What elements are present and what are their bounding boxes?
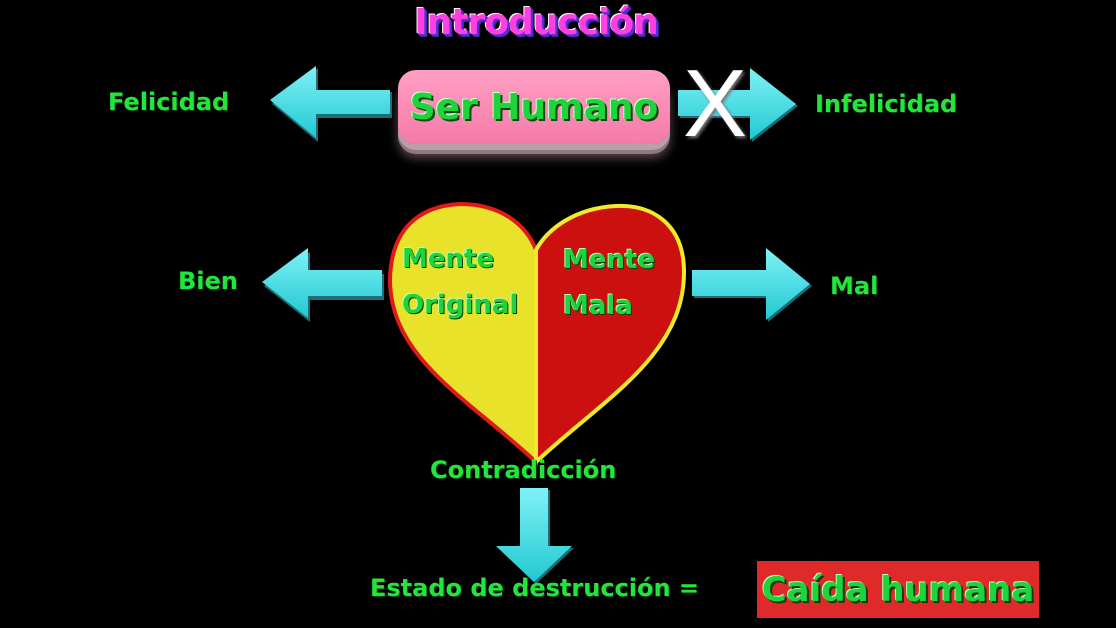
label-infelicidad: Infelicidad bbox=[815, 90, 958, 118]
heart-right-line2: Mala bbox=[563, 291, 633, 321]
label-contradiccion: Contradicción bbox=[430, 456, 617, 484]
page-title: Introducción bbox=[414, 2, 659, 43]
heart-left-line2: Original bbox=[402, 290, 519, 320]
arrow-down bbox=[496, 488, 574, 584]
heart-right-line1: Mente bbox=[563, 245, 656, 275]
ser-humano-box: Ser Humano bbox=[398, 70, 670, 144]
arrow-right-middle bbox=[692, 248, 812, 322]
arrow-right-top bbox=[678, 68, 798, 142]
arrow-left-middle bbox=[262, 248, 384, 322]
label-estado: Estado de destrucción = bbox=[370, 574, 700, 602]
heart-left-line1: Mente bbox=[402, 244, 495, 274]
caida-humana-label: Caída humana bbox=[761, 569, 1035, 610]
arrow-left-top bbox=[270, 66, 392, 142]
label-felicidad: Felicidad bbox=[108, 88, 230, 116]
cross-mark: X bbox=[683, 50, 748, 157]
label-mal: Mal bbox=[830, 272, 879, 300]
label-bien: Bien bbox=[178, 267, 238, 295]
ser-humano-label: Ser Humano bbox=[409, 86, 659, 128]
caida-humana-box: Caída humana bbox=[757, 561, 1039, 618]
heart-shape bbox=[387, 201, 687, 467]
